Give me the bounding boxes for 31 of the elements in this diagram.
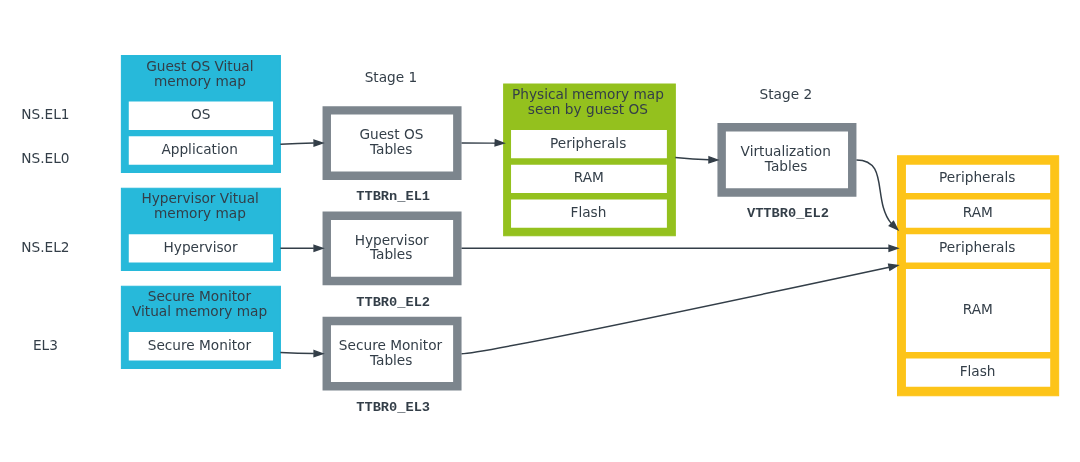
arrow: [279, 349, 325, 358]
node-box: Application: [128, 135, 274, 165]
label: NS.EL2: [21, 238, 70, 255]
node-label: TTBRn_EL1: [356, 188, 431, 204]
arrow: [674, 155, 720, 164]
label: Stage 2: [759, 85, 813, 102]
node-box: Peripherals: [905, 233, 1051, 263]
cluster: [897, 154, 1060, 396]
node-box: RAM: [511, 164, 667, 193]
node-box: RAM: [905, 268, 1051, 352]
arrow: [279, 243, 325, 252]
node-label: TTBR0_EL3: [356, 399, 431, 415]
label: EL3: [32, 336, 58, 353]
arrow: [460, 138, 506, 147]
arrow: [460, 243, 900, 252]
node-box: Hypervisor: [128, 233, 274, 263]
node-label: TTBR0_EL2: [356, 294, 431, 310]
arrow: [279, 138, 325, 147]
node-box: Peripherals: [905, 164, 1051, 193]
label: NS.EL1: [21, 105, 70, 122]
arrow: [460, 263, 900, 354]
node-box: Peripherals: [511, 129, 667, 158]
node-label: VTTBR0_EL2: [746, 205, 829, 221]
node-box: RAM: [905, 198, 1051, 228]
arrow: [855, 158, 900, 231]
node-box: Secure Monitor: [128, 331, 274, 360]
node-box: OS: [128, 100, 274, 130]
node-box: Flash: [511, 198, 667, 228]
label: NS.EL0: [21, 149, 70, 166]
label: Stage 1: [364, 68, 418, 85]
node-box: Flash: [905, 357, 1051, 387]
